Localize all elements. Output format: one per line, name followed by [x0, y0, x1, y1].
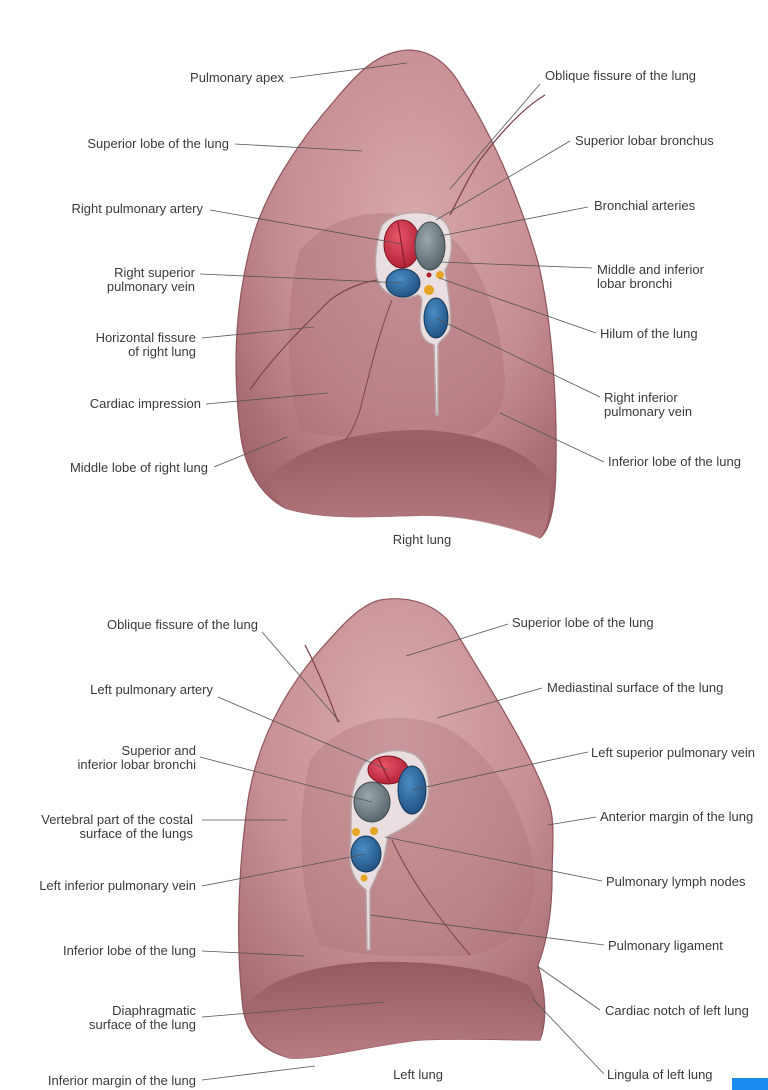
- label-line: Middle and inferior: [597, 262, 704, 277]
- label-mediastinal-surface: Mediastinal surface of the lung: [547, 680, 724, 695]
- right-bronchial-artery: [426, 272, 432, 278]
- label-right-superior-lobe: Superior lobe of the lung: [87, 136, 229, 151]
- label-line: Right inferior: [604, 390, 678, 405]
- right-lung-illustration: [235, 49, 557, 539]
- label-right-superior-pulmonary-vein: Right superior pulmonary vein: [107, 266, 195, 294]
- label-middle-lobe: Middle lobe of right lung: [69, 460, 208, 475]
- label-left-superior-pulmonary-vein: Left superior pulmonary vein: [591, 746, 756, 760]
- left-fissure-lower: [391, 839, 471, 956]
- label-superior-inferior-lobar-bronchi: Superior and inferior lobar bronchi: [77, 744, 196, 772]
- label-left-oblique-fissure: Oblique fissure of the lung: [106, 617, 258, 632]
- label-superior-lobar-bronchus: Superior lobar bronchus: [575, 133, 714, 148]
- label-right-inferior-lobe: Inferior lobe of the lung: [608, 454, 741, 469]
- label-line: surface of the lung: [89, 1017, 196, 1032]
- label-right-oblique-fissure: Oblique fissure of the lung: [545, 68, 697, 83]
- right-superior-lobar-bronchus-vessel: [414, 221, 446, 271]
- right-lung-shade: [288, 213, 505, 440]
- label-line: Right superior: [114, 265, 195, 280]
- label-line: Superior and: [121, 743, 196, 758]
- label-cardiac-impression: Cardiac impression: [89, 396, 201, 411]
- label-right-pulmonary-apex: Pulmonary apex: [190, 70, 284, 85]
- label-line: inferior lobar bronchi: [77, 757, 196, 772]
- label-line: of right lung: [128, 344, 196, 359]
- right-hilum: [374, 211, 453, 416]
- label-line: surface of the lungs: [79, 826, 193, 841]
- label-horizontal-fissure: Horizontal fissure of right lung: [96, 331, 196, 359]
- label-vertebral-part: Vertebral part of the costal surface of …: [41, 813, 193, 841]
- label-line: pulmonary vein: [604, 404, 693, 419]
- left-oblique-fissure: [304, 644, 339, 723]
- right-cardiac-line: [344, 299, 393, 441]
- label-middle-inferior-lobar-bronchi: Middle and inferior lobar bronchi: [597, 263, 704, 291]
- label-line: Vertebral part of the costal: [41, 812, 193, 827]
- label-left-pulmonary-artery: Left pulmonary artery: [90, 682, 213, 697]
- label-left-inferior-pulmonary-vein: Left inferior pulmonary vein: [39, 878, 196, 893]
- caption-right-lung: Right lung: [392, 532, 452, 547]
- right-lung-base: [268, 430, 550, 538]
- left-lymph-node: [352, 828, 360, 836]
- right-oblique-fissure: [449, 94, 546, 216]
- left-lymph-node: [370, 827, 378, 835]
- label-pulmonary-lymph-nodes: Pulmonary lymph nodes: [606, 874, 746, 889]
- label-hilum: Hilum of the lung: [600, 326, 698, 341]
- left-lymph-node: [360, 874, 368, 882]
- label-left-inferior-lobe: Inferior lobe of the lung: [63, 943, 196, 958]
- label-diaphragmatic-surface: Diaphragmatic surface of the lung: [89, 1004, 196, 1032]
- left-lung-leader-lines: [199, 623, 605, 1081]
- left-artery-split: [377, 757, 391, 783]
- label-cardiac-notch: Cardiac notch of left lung: [605, 1003, 749, 1018]
- left-lung-illustration: [238, 598, 554, 1059]
- label-pulmonary-ligament: Pulmonary ligament: [608, 938, 723, 953]
- label-anterior-margin: Anterior margin of the lung: [600, 810, 754, 824]
- label-line: Horizontal fissure: [95, 330, 196, 345]
- left-lung-base: [244, 961, 542, 1059]
- label-left-superior-lobe: Superior lobe of the lung: [512, 615, 654, 630]
- right-lymph-node: [436, 271, 444, 279]
- corner-badge: [732, 1078, 768, 1090]
- label-bronchial-arteries: Bronchial arteries: [594, 198, 696, 213]
- label-right-inferior-pulmonary-vein: Right inferior pulmonary vein: [604, 391, 692, 419]
- label-inferior-margin: Inferior margin of the lung: [47, 1073, 196, 1088]
- label-line: lobar bronchi: [597, 276, 673, 291]
- label-lingula: Lingula of left lung: [607, 1067, 713, 1082]
- right-lung-leader-lines: [199, 62, 605, 468]
- caption-left-lung: Left lung: [393, 1067, 443, 1082]
- label-line: Diaphragmatic: [112, 1003, 196, 1018]
- label-right-pulmonary-artery: Right pulmonary artery: [71, 201, 204, 216]
- right-lymph-node: [424, 285, 434, 295]
- label-line: pulmonary vein: [106, 279, 195, 294]
